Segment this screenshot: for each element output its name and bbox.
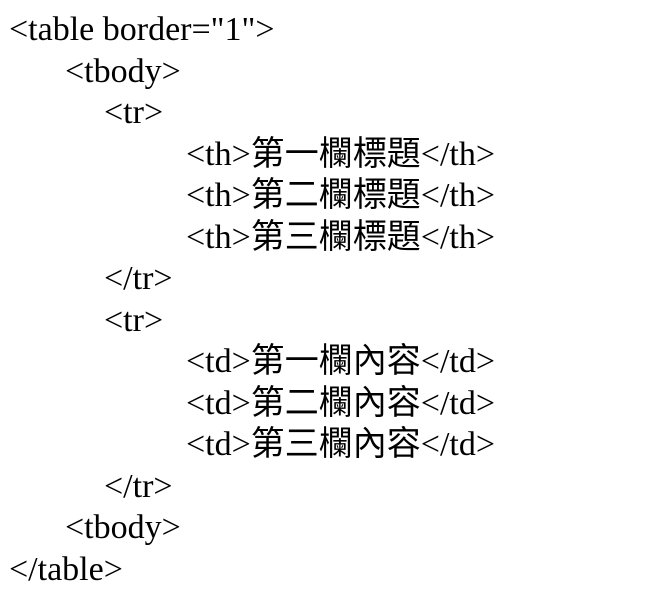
code-line: <tbody> xyxy=(65,52,181,90)
code-line: <td>第一欄內容</td> xyxy=(186,343,496,380)
code-line: </tr> xyxy=(104,260,173,297)
code-line: <tbody> xyxy=(65,509,181,546)
code-line: <th>第三欄標題</th> xyxy=(186,218,496,256)
code-line: <tr> xyxy=(104,301,164,339)
code-line: </tr> xyxy=(104,467,173,505)
code-line: <td>第二欄內容</td> xyxy=(186,384,496,422)
code-line: <table border="1"> xyxy=(9,11,275,48)
code-line: </table> xyxy=(9,550,123,588)
code-line: <th>第二欄標題</th> xyxy=(186,177,496,214)
code-line: <td>第三欄內容</td> xyxy=(186,426,496,463)
code-line: <tr> xyxy=(104,94,164,131)
code-line: <th>第一欄標題</th> xyxy=(186,135,496,173)
